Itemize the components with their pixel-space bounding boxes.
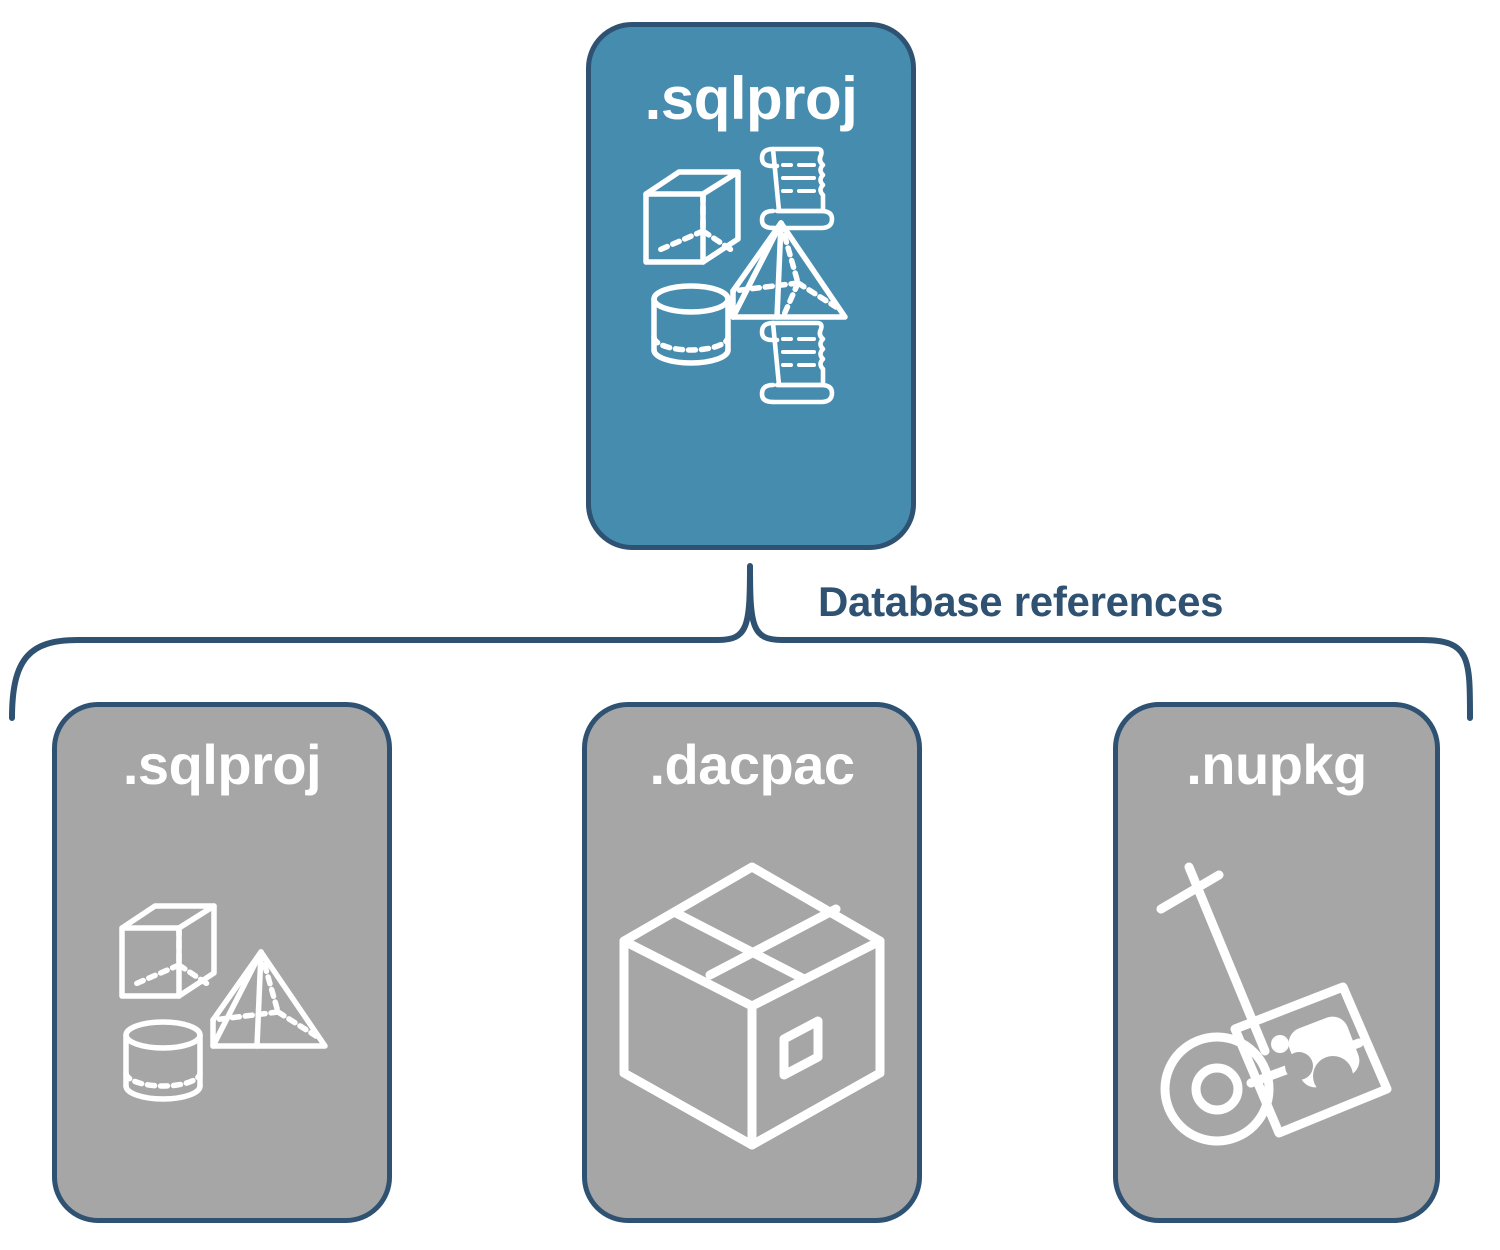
nuget-hole-medium: [1284, 1051, 1313, 1080]
root-card-icon-group: [591, 129, 911, 545]
scroll-icon: [759, 320, 835, 405]
reference-card-icon-group: [1118, 793, 1435, 1218]
reference-card-title: .nupkg: [1186, 733, 1367, 796]
nuget-dot-small: [1270, 1034, 1289, 1053]
pyramid-icon: [210, 949, 328, 1049]
reference-card-nupkg[interactable]: .nupkg: [1113, 702, 1440, 1223]
reference-card-sqlproj[interactable]: .sqlproj: [52, 702, 392, 1223]
package-box-icon: [619, 862, 885, 1149]
root-card-title: .sqlproj: [644, 65, 858, 132]
reference-card-title: .sqlproj: [122, 733, 322, 796]
pyramid-icon: [730, 220, 848, 320]
root-card-sqlproj[interactable]: .sqlproj: [586, 22, 916, 550]
scroll-icon: [759, 146, 835, 231]
wireframe-cube-icon: [643, 169, 741, 265]
reference-card-dacpac[interactable]: .dacpac: [582, 702, 922, 1223]
database-references-brace: [9, 563, 1473, 721]
database-objects-icon: [643, 146, 848, 405]
reference-card-title: .dacpac: [649, 733, 855, 796]
hand-truck-package-icon: [1156, 862, 1391, 1145]
nuget-hole-large: [1312, 1055, 1353, 1096]
reference-card-icon-group: [57, 793, 387, 1218]
reference-card-icon-group: [587, 793, 917, 1218]
connector-label: Database references: [818, 578, 1224, 625]
cylinder-icon: [123, 1019, 203, 1102]
wireframe-cube-icon: [119, 903, 217, 999]
cylinder-icon: [651, 283, 731, 366]
database-objects-icon: [119, 903, 328, 1102]
